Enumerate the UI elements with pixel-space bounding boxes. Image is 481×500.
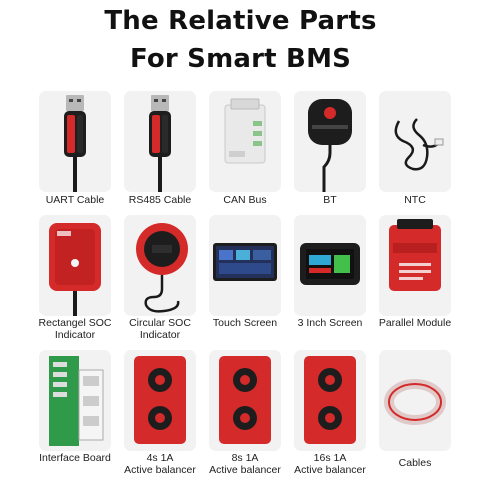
balancer-8s-label: 8s 1A Active balancer [200,452,290,476]
balancer-16s-label: 16s 1A Active balancer [285,452,375,476]
circular-soc-label-line1: Circular SOC [129,317,191,329]
parallel-module-label: Parallel Module [378,317,452,329]
circular-soc-label-line2: Indicator [139,329,181,341]
ntc-label: NTC [404,194,426,206]
ntc-tile[interactable] [379,91,451,192]
rs485-cable-label: RS485 Cable [128,194,192,206]
title-line-2: For Smart BMS [129,44,352,74]
active-balancer-icon [134,356,186,444]
rect-soc-label-line1: Rectangel SOC [38,317,112,329]
touch-screen-tile[interactable] [209,215,281,316]
balancer-4s-label-line2: Active balancer [124,464,196,476]
usb-cable-icon [64,95,86,192]
circle-soc-indicator-icon [136,223,188,313]
can-bus-tile[interactable] [209,91,281,192]
page-title: The Relative Parts For Smart BMS [0,2,481,78]
cables-label: Cables [398,457,432,469]
rect-soc-label-line2: Indicator [54,329,96,341]
temperature-sensor-icon [394,118,444,171]
circular-soc-label: Circular SOC Indicator [115,317,205,341]
rect-soc-indicator-icon [49,223,101,316]
uart-cable-tile[interactable] [39,91,111,192]
cable-ribbon-icon [384,379,446,425]
bt-label: BT [323,194,337,206]
interface-board-tile[interactable] [39,350,111,451]
balancer-16s-label-line1: 16s 1A [313,452,347,464]
active-balancer-icon [304,356,356,444]
rect-soc-tile[interactable] [39,215,111,316]
touch-screen-icon [213,243,277,281]
balancer-4s-tile[interactable] [124,350,196,451]
balancer-16s-label-line2: Active balancer [294,464,366,476]
balancer-8s-tile[interactable] [209,350,281,451]
rect-soc-label: Rectangel SOC Indicator [30,317,120,341]
balancer-8s-label-line1: 8s 1A [231,452,259,464]
active-balancer-icon [219,356,271,444]
uart-cable-label: UART Cable [45,194,105,206]
three-inch-screen-tile[interactable] [294,215,366,316]
three-inch-screen-icon [300,243,360,285]
three-inch-screen-label: 3 Inch Screen [297,317,363,329]
usb-cable-icon [149,95,171,192]
title-line-1: The Relative Parts [104,6,377,36]
balancer-16s-tile[interactable] [294,350,366,451]
can-module-icon [224,98,266,164]
interface-board-icon [49,356,104,446]
bluetooth-module-icon [308,99,352,192]
balancer-8s-label-line2: Active balancer [209,464,281,476]
parallel-module-tile[interactable] [379,215,451,316]
touch-screen-label: Touch Screen [212,317,278,329]
circular-soc-tile[interactable] [124,215,196,316]
bt-tile[interactable] [294,91,366,192]
can-bus-label: CAN Bus [223,194,267,206]
balancer-4s-label-line1: 4s 1A [146,452,174,464]
balancer-4s-label: 4s 1A Active balancer [115,452,205,476]
cables-tile[interactable] [379,350,451,451]
parallel-module-icon [389,219,441,291]
rs485-cable-tile[interactable] [124,91,196,192]
interface-board-label: Interface Board [39,452,111,464]
